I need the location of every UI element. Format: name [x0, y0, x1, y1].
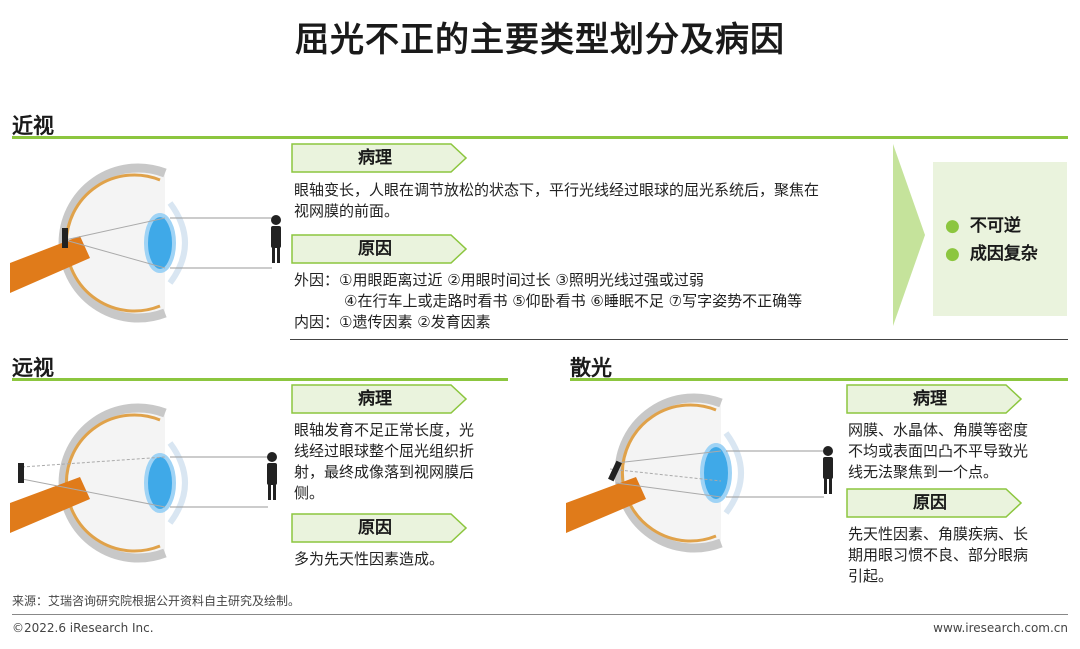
myopia-cause-text: 外因：①用眼距离过近 ②用眼时间过长 ③照明光线过强或过弱 ④在行车上或走路时看…: [294, 270, 884, 333]
section-divider-astigmatism: [570, 378, 1068, 381]
hyperopia-pathology-line: 侧。: [294, 484, 325, 502]
astigmatism-pathology-line: 线无法聚焦到一个点。: [848, 463, 999, 481]
myopia-pathology-label: 病理: [358, 148, 392, 168]
astigmatism-pathology-line: 网膜、水晶体、角膜等密度: [848, 421, 1029, 439]
page-title: 屈光不正的主要类型划分及病因: [295, 20, 785, 60]
hyperopia-eye-illustration: [10, 403, 277, 563]
myopia-pathology-tag: 病理: [291, 143, 467, 173]
astigmatism-pathology-line: 不均或表面凹凸不平导致光: [848, 442, 1029, 460]
conclusion-item: ●成因复杂: [945, 244, 1038, 264]
myopia-eye-illustration: [10, 163, 281, 323]
website-link[interactable]: www.iresearch.com.cn: [933, 621, 1068, 635]
conclusion-arrow-icon: [893, 144, 925, 326]
copyright-text: ©2022.6 iResearch Inc.: [12, 621, 154, 635]
hyperopia-pathology-text: 眼轴发育不足正常长度，光 线经过眼球整个屈光组织折 射，最终成像落到视网膜后 侧…: [294, 420, 504, 504]
astigmatism-pathology-label: 病理: [913, 389, 947, 409]
myopia-cause-label: 原因: [358, 239, 392, 259]
hyperopia-pathology-tag: 病理: [291, 384, 467, 414]
astigmatism-cause-tag: 原因: [846, 488, 1022, 518]
hyperopia-pathology-line: 射，最终成像落到视网膜后: [294, 463, 475, 481]
section-title-astigmatism: 散光: [570, 356, 612, 380]
myopia-pathology-line: 眼轴变长，人眼在调节放松的状态下，平行光线经过眼球的屈光系统后，聚焦在: [294, 181, 820, 199]
bullet-icon: ●: [945, 216, 960, 236]
myopia-conclusion-box: ●不可逆 ●成因复杂: [933, 162, 1067, 316]
source-note: 来源：艾瑞咨询研究院根据公开资料自主研究及绘制。: [12, 594, 301, 608]
hyperopia-cause-label: 原因: [358, 518, 392, 538]
astigmatism-pathology-text: 网膜、水晶体、角膜等密度 不均或表面凹凸不平导致光 线无法聚焦到一个点。: [848, 420, 1068, 483]
hyperopia-pathology-line: 线经过眼球整个屈光组织折: [294, 442, 475, 460]
astigmatism-cause-label: 原因: [913, 493, 947, 513]
hyperopia-pathology-line: 眼轴发育不足正常长度，光: [294, 421, 475, 439]
footer-divider: [12, 614, 1068, 615]
section-title-hyperopia: 远视: [12, 356, 54, 380]
hyperopia-cause-tag: 原因: [291, 513, 467, 543]
myopia-pathology-line: 视网膜的前面。: [294, 202, 400, 220]
myopia-bottom-divider: [290, 339, 1068, 340]
myopia-pathology-text: 眼轴变长，人眼在调节放松的状态下，平行光线经过眼球的屈光系统后，聚焦在 视网膜的…: [294, 180, 884, 222]
section-divider-hyperopia: [12, 378, 508, 381]
section-divider-myopia: [12, 136, 1068, 139]
myopia-cause-line: 内因：①遗传因素 ②发育因素: [294, 313, 491, 331]
astigmatism-cause-line: 先天性因素、角膜疾病、长: [848, 525, 1029, 543]
astigmatism-cause-line: 引起。: [848, 567, 894, 585]
bullet-icon: ●: [945, 244, 960, 264]
astigmatism-pathology-tag: 病理: [846, 384, 1022, 414]
conclusion-item: ●不可逆: [945, 216, 1021, 236]
astigmatism-cause-line: 期用眼习惯不良、部分眼病: [848, 546, 1029, 564]
astigmatism-eye-illustration: [566, 393, 833, 553]
myopia-cause-line: 外因：①用眼距离过近 ②用眼时间过长 ③照明光线过强或过弱: [294, 271, 704, 289]
myopia-cause-line: ④在行车上或走路时看书 ⑤仰卧看书 ⑥睡眠不足 ⑦写字姿势不正确等: [344, 292, 803, 310]
hyperopia-cause-text: 多为先天性因素造成。: [294, 550, 445, 568]
section-title-myopia: 近视: [12, 114, 54, 138]
astigmatism-cause-text: 先天性因素、角膜疾病、长 期用眼习惯不良、部分眼病 引起。: [848, 524, 1068, 587]
hyperopia-pathology-label: 病理: [358, 389, 392, 409]
myopia-cause-tag: 原因: [291, 234, 467, 264]
